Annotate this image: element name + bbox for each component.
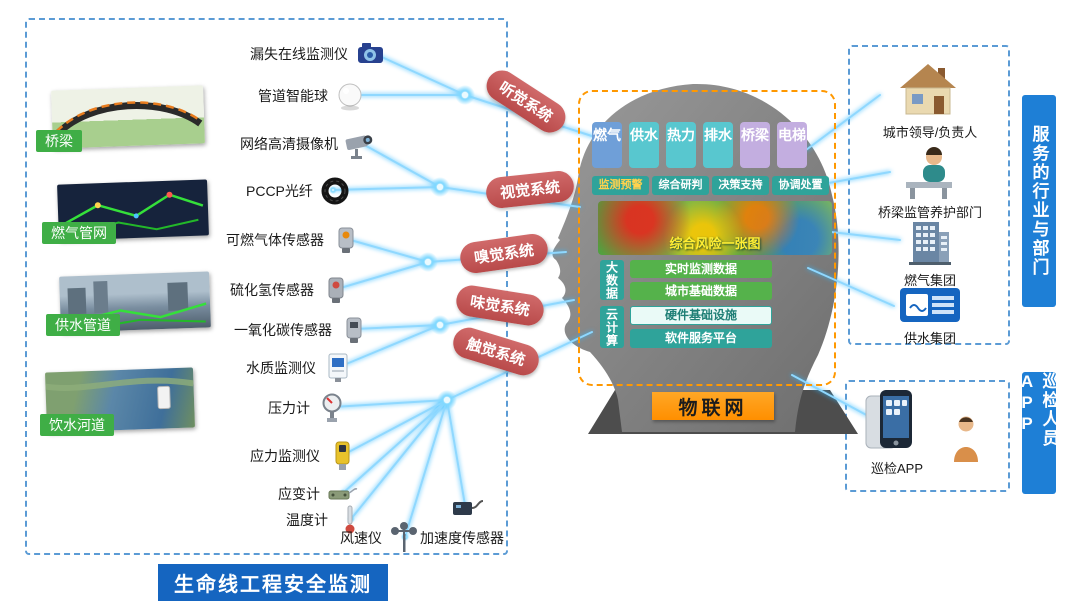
city-leader-house-icon	[892, 58, 964, 123]
infrastructure-label-river: 饮水河道	[40, 414, 114, 436]
function-row: 监测预警 综合研判 决策支持 协调处置	[592, 176, 829, 195]
service-panel-frame	[848, 45, 1010, 345]
service-item-label: 桥梁监管养护部门	[877, 205, 982, 220]
sensor-item: 风速仪	[340, 522, 421, 554]
domain-row: 燃气 供水 热力 排水 桥梁 电梯	[592, 122, 807, 168]
cloud-item-software: 软件服务平台	[630, 329, 772, 348]
iot-label: 物联网	[652, 392, 774, 420]
sensor-item: 水质监测仪	[246, 352, 355, 384]
cloud-item-hardware: 硬件基础设施	[630, 306, 772, 325]
sensor-label: 应变计	[278, 486, 320, 502]
sensor-label: 可燃气体传感器	[226, 232, 324, 248]
page-title: 生命线工程安全监测	[158, 564, 388, 601]
big-data-label: 大数据	[600, 260, 624, 300]
service-item-label: 燃气集团	[903, 273, 956, 288]
co-sensor-icon	[337, 314, 371, 346]
sensor-item: 加速度传感器	[420, 528, 504, 548]
domain-elevator: 电梯	[777, 122, 807, 168]
sensor-item: 硫化氢传感器	[230, 274, 353, 306]
river-photo	[44, 367, 196, 433]
risk-map-caption: 综合风险一张图	[669, 236, 761, 251]
bridge-photo	[51, 85, 205, 149]
function-monitor-warning: 监测预警	[592, 176, 649, 195]
domain-bridge: 桥梁	[740, 122, 770, 168]
sensor-label: 硫化氢传感器	[230, 282, 314, 298]
inspector-person-icon	[948, 414, 984, 473]
risk-map: 综合风险一张图	[598, 201, 832, 255]
fiber-coil-icon	[318, 175, 352, 207]
domain-gas: 燃气	[592, 122, 622, 168]
sensor-label: 漏失在线监测仪	[250, 46, 348, 62]
sensor-label: PCCP光纤	[246, 183, 313, 199]
pipeline-smart-ball-icon	[333, 80, 367, 112]
bridge-dept-person-icon	[898, 146, 960, 205]
pressure-gauge-icon	[315, 392, 349, 424]
service-item-label: 城市领导/负责人	[882, 125, 978, 140]
domain-water-supply: 供水	[629, 122, 659, 168]
stress-monitor-icon	[325, 440, 359, 472]
domain-heat: 热力	[666, 122, 696, 168]
infrastructure-label-gas: 燃气管网	[42, 222, 116, 244]
function-decision-support: 决策支持	[712, 176, 769, 195]
sensor-label: 温度计	[286, 512, 328, 528]
sensor-label: 压力计	[268, 400, 310, 416]
anemometer-icon	[387, 522, 421, 554]
sensor-item: 压力计	[268, 392, 349, 424]
leak-monitor-camera-icon	[353, 38, 387, 70]
sensor-label: 网络高清摄像机	[240, 136, 338, 152]
inspection-panel-vertical-label: 巡检人员APP	[1018, 372, 1059, 494]
combustible-gas-sensor-icon	[329, 224, 363, 256]
h2s-sensor-icon	[319, 274, 353, 306]
service-panel-vertical-label: 服务的行业与部门	[1022, 95, 1056, 307]
sensor-item: 应力监测仪	[250, 440, 359, 472]
function-analysis: 综合研判	[652, 176, 709, 195]
sensor-label: 管道智能球	[258, 88, 328, 104]
water-quality-monitor-icon	[321, 352, 355, 384]
sensor-label: 加速度传感器	[420, 530, 504, 546]
water-level-gauge-icon	[157, 385, 171, 410]
function-coordination: 协调处置	[772, 176, 829, 195]
sensor-item: 管道智能球	[258, 80, 367, 112]
sensor-item: 一氧化碳传感器	[234, 314, 371, 346]
hd-camera-icon	[343, 128, 377, 160]
inspection-app-phone-icon	[862, 388, 920, 457]
domain-drainage: 排水	[703, 122, 733, 168]
service-item-label: 供水集团	[903, 331, 956, 346]
infrastructure-label-water-pipe: 供水管道	[46, 314, 120, 336]
sensor-item: 漏失在线监测仪	[250, 38, 387, 70]
big-data-item: 实时监测数据	[630, 260, 772, 278]
sensor-item: 网络高清摄像机	[240, 128, 377, 160]
big-data-item: 城市基础数据	[630, 282, 772, 300]
infrastructure-label-bridge: 桥梁	[36, 130, 82, 152]
gas-group-building-icon	[905, 218, 953, 271]
sensor-label: 应力监测仪	[250, 448, 320, 464]
accelerometer-icon	[448, 492, 484, 522]
water-group-logo-icon	[898, 286, 962, 331]
water-pipeline-photo	[59, 271, 211, 333]
sensor-label: 风速仪	[340, 530, 382, 546]
inspection-panel-frame	[845, 380, 1010, 492]
sensor-label: 一氧化碳传感器	[234, 322, 332, 338]
sensor-panel-frame	[25, 18, 508, 555]
sensor-label: 水质监测仪	[246, 360, 316, 376]
sensor-item: PCCP光纤	[246, 175, 352, 207]
sensor-item: 可燃气体传感器	[226, 224, 363, 256]
inspection-app-label: 巡检APP	[870, 461, 923, 476]
cloud-computing-label: 云计算	[600, 306, 624, 348]
